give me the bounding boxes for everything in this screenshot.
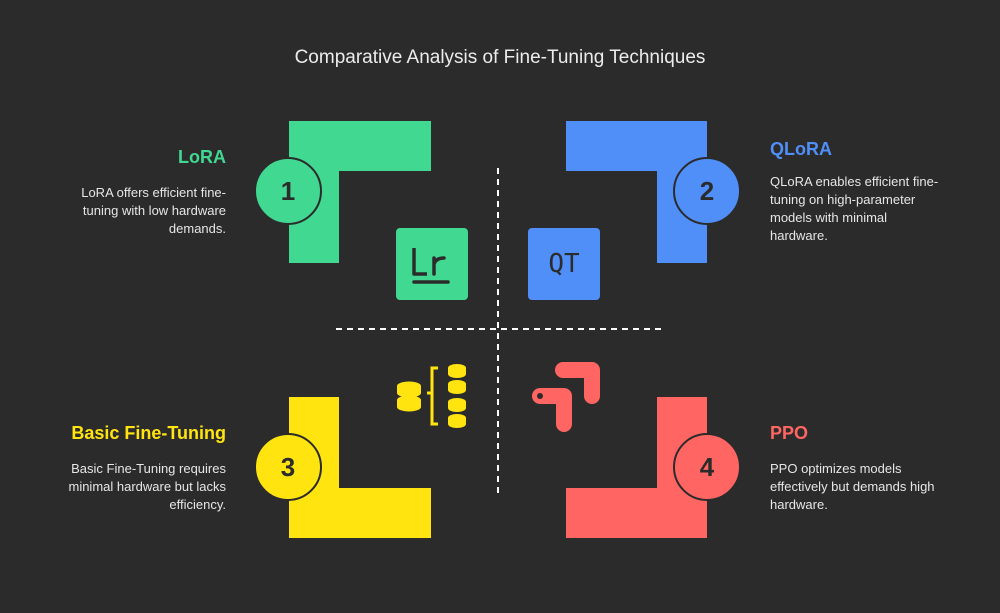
qt-logo-icon: QT [528, 228, 600, 300]
qlora-number-badge: 2 [673, 157, 741, 225]
lora-number-badge: 1 [254, 157, 322, 225]
database-stack-icon [397, 364, 466, 428]
ppo-description: PPO optimizes models effectively but dem… [770, 461, 935, 512]
analytics-icon [532, 362, 600, 432]
lr-logo-icon [396, 228, 468, 300]
ppo-heading: PPO [770, 423, 809, 443]
qt-logo-text: QT [548, 249, 580, 279]
basic-description: Basic Fine-Tuning requires minimal hardw… [68, 461, 226, 512]
ppo-number-badge: 4 [673, 433, 741, 501]
lora-heading: LoRA [178, 147, 226, 167]
basic-shape [289, 397, 431, 538]
qlora-shape [566, 121, 707, 263]
basic-number-badge: 3 [254, 433, 322, 501]
lora-shape [289, 121, 431, 263]
basic-heading: Basic Fine-Tuning [71, 423, 226, 443]
qlora-description: QLoRA enables efficient fine-tuning on h… [770, 174, 939, 243]
qlora-heading: QLoRA [770, 139, 832, 159]
ppo-shape [566, 397, 707, 538]
diagram-title: Comparative Analysis of Fine-Tuning Tech… [294, 47, 706, 68]
lora-description: LoRA offers efficient fine-tuning with l… [81, 185, 226, 236]
